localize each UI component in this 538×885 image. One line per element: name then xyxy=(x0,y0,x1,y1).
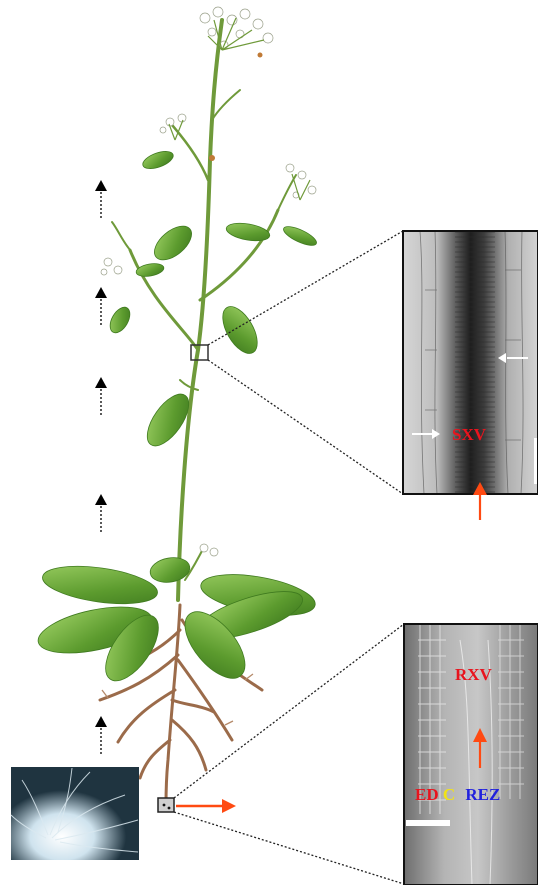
flower-clusters xyxy=(101,7,316,556)
black-dotted-up-arrow-icon xyxy=(95,716,107,755)
plant-illustration xyxy=(34,7,319,812)
black-dotted-up-arrow-icon xyxy=(95,494,107,533)
rxv-label: RXV xyxy=(455,665,493,684)
c-zone-label: C xyxy=(443,785,455,804)
black-dotted-up-arrow-icon xyxy=(95,287,107,325)
black-dotted-up-arrow-icon xyxy=(95,180,107,218)
svg-text:ED C REZ: ED C REZ xyxy=(415,785,500,804)
rez-zone-label: REZ xyxy=(465,785,500,804)
ed-zone-label: ED xyxy=(415,785,439,804)
scale-bar xyxy=(406,820,450,826)
root-micrograph-inset: RXV ED C REZ xyxy=(404,624,538,885)
sxv-label: SXV xyxy=(452,425,487,444)
root-sample-marker xyxy=(158,798,174,812)
seedling-root-photo xyxy=(11,767,139,860)
black-dotted-up-arrow-icon xyxy=(95,377,107,416)
stem-micrograph-inset: SXV xyxy=(403,231,538,494)
red-arrow-icon xyxy=(176,799,236,813)
